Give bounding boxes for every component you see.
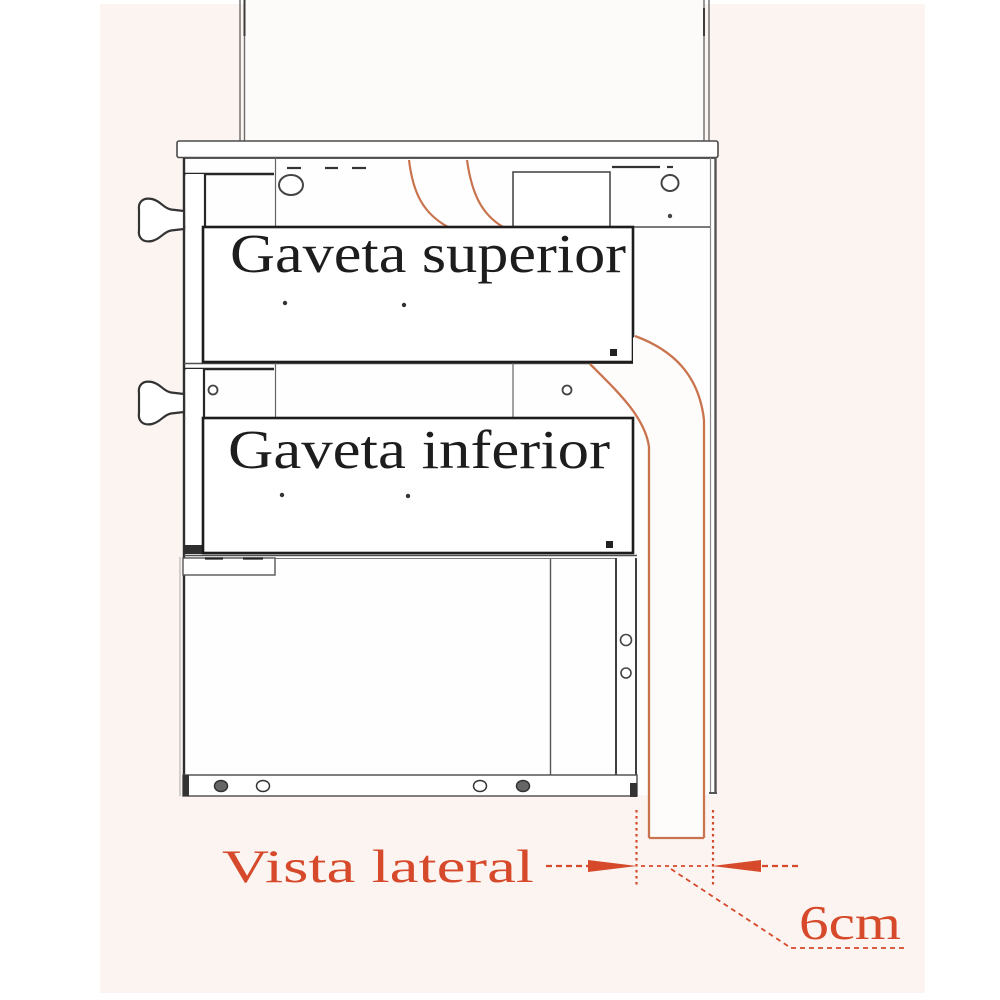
hose-upper-curves (407, 159, 504, 228)
lower-drawer-knob (137, 380, 186, 426)
dimension-label: 6cm (799, 895, 901, 950)
lower-drawer-label: Gaveta inferior (228, 419, 610, 480)
handle-mark (279, 492, 285, 498)
dimension-arrow-right (712, 860, 761, 872)
screw-hole (472, 779, 488, 793)
upper-drawer-label: Gaveta superior (230, 223, 626, 284)
screw-hole (255, 779, 271, 793)
screw-hole (620, 667, 632, 679)
dowel-mark (667, 213, 673, 219)
screw-hole (278, 174, 304, 196)
bottom-door-section (182, 557, 638, 797)
corner-mark (610, 349, 617, 356)
screw-hole (561, 384, 573, 396)
rail-tick-marks (287, 165, 673, 170)
lower-drawer: Gaveta inferior (201, 416, 635, 555)
view-caption: Vista lateral (222, 841, 534, 893)
corner-mark (606, 541, 613, 548)
screw-hole (660, 174, 680, 192)
left-ledge (182, 557, 276, 576)
screw-hole (515, 779, 531, 793)
upper-drawer-knob (137, 197, 186, 243)
upper-drawer: Gaveta superior (201, 223, 635, 364)
strip-bottom-cap (183, 545, 205, 554)
handle-mark (401, 302, 407, 308)
wall-panel (239, 0, 710, 141)
screw-hole (619, 633, 633, 647)
drain-hose (589, 334, 706, 840)
handle-mark (282, 300, 288, 306)
upper-drawer-rail (184, 158, 680, 228)
screw-hole (207, 384, 219, 396)
rail-mount-block (512, 171, 611, 228)
screw-hole (213, 779, 229, 793)
bottom-plinth (182, 774, 638, 797)
dimension-arrow-left (588, 860, 637, 872)
dimension-arrows (588, 860, 761, 872)
handle-mark (405, 493, 411, 499)
lower-drawer-rail (184, 363, 573, 418)
dimension-annotation (546, 810, 908, 949)
leader-line (670, 868, 792, 949)
countertop (176, 140, 719, 159)
